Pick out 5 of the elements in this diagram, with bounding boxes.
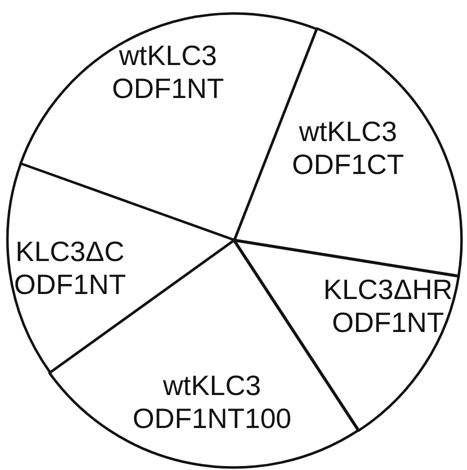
sector-label: wtKLC3 ODF1NT — [112, 39, 224, 105]
sector-label: KLC3ΔC ODF1NT — [14, 234, 126, 301]
sector-label: wtKLC3 ODF1NT100 — [132, 369, 292, 435]
sector-label: wtKLC3 ODF1CT — [292, 114, 404, 181]
sector-label: KLC3ΔHR ODF1NT — [323, 273, 453, 339]
